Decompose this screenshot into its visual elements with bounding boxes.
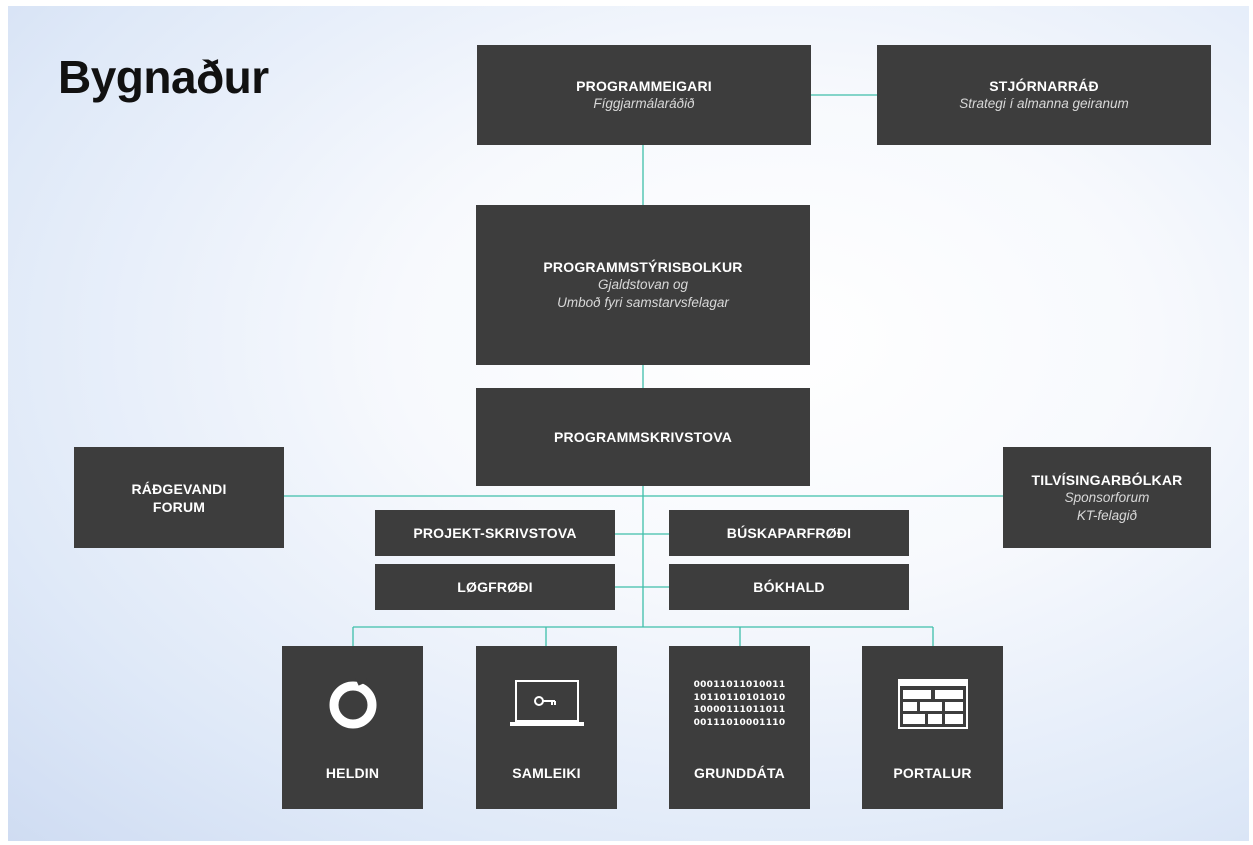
heldin-tile: HELDIN <box>282 646 423 809</box>
buskaparfrodi-box: BÚSKAPARFRØÐI <box>669 510 909 556</box>
programmskrivstova-label: PROGRAMMSKRIVSTOVA <box>553 429 733 445</box>
laptop-key-icon <box>509 664 585 744</box>
styrisbolkur-label: PROGRAMMSTÝRISBOLKUR <box>543 259 743 275</box>
radgevandi-label-1: RÁÐGEVANDI <box>131 480 227 497</box>
radgevandi-label-2: FORUM <box>152 498 206 515</box>
programmeigari-sub: Fíggjarmálaráðið <box>593 96 695 111</box>
programmskrivstova-box: PROGRAMMSKRIVSTOVA <box>476 388 810 486</box>
projekt-skrivstova-label: PROJEKT-SKRIVSTOVA <box>413 525 577 541</box>
binary-line-3: 10000111011011 <box>693 705 786 715</box>
heldin-label: HELDIN <box>325 765 380 781</box>
tilvisingarbolkar-sub-2: KT-felagið <box>1076 507 1138 523</box>
binary-line-4: 00111010001110 <box>693 717 786 728</box>
programmeigari-box: PROGRAMMEIGARI Fíggjarmálaráðið <box>477 45 811 145</box>
logfrodi-box: LØGFRØÐI <box>375 564 615 610</box>
radgevandi-forum-box: RÁÐGEVANDI FORUM <box>74 447 284 548</box>
programmeigari-label: PROGRAMMEIGARI <box>576 78 712 94</box>
stjornarrad-box: STJÓRNARRÁÐ Strategi í almanna geiranum <box>877 45 1211 145</box>
stjornarrad-sub: Strategi í almanna geiranum <box>959 96 1129 111</box>
tilvisingarbolkar-box: TILVÍSINGARBÓLKAR Sponsorforum KT-felagi… <box>1003 447 1211 548</box>
slide: Bygnaður PROGRAMMEIGARI Fíggjarmálaráðið… <box>8 6 1249 841</box>
bokhald-box: BÓKHALD <box>669 564 909 610</box>
page-title: Bygnaður <box>58 51 269 103</box>
bokhald-label: BÓKHALD <box>753 579 825 595</box>
projekt-skrivstova-box: PROJEKT-SKRIVSTOVA <box>375 510 615 556</box>
styrisbolkur-box: PROGRAMMSTÝRISBOLKUR Gjaldstovan og Umbo… <box>476 205 810 365</box>
logfrodi-label: LØGFRØÐI <box>457 579 533 595</box>
tilvisingarbolkar-sub-1: Sponsorforum <box>1064 489 1150 505</box>
samleiki-tile: SAMLEIKI <box>476 646 617 809</box>
stjornarrad-label: STJÓRNARRÁÐ <box>989 78 1099 94</box>
grunddata-tile: 00011011010011 10110110101010 1000011101… <box>669 646 810 809</box>
binary-code-icon: 00011011010011 10110110101010 1000011101… <box>694 664 786 744</box>
samleiki-label: SAMLEIKI <box>512 765 581 781</box>
tilvisingarbolkar-label: TILVÍSINGARBÓLKAR <box>1031 471 1183 488</box>
portalur-label: PORTALUR <box>893 765 972 781</box>
portalur-tile: PORTALUR <box>862 646 1003 809</box>
ring-icon <box>327 664 379 744</box>
grunddata-label: GRUNDDÁTA <box>694 765 785 781</box>
browser-grid-icon <box>897 664 968 744</box>
buskaparfrodi-label: BÚSKAPARFRØÐI <box>726 525 852 541</box>
styrisbolkur-sub-1: Gjaldstovan og <box>597 277 689 292</box>
binary-line-1: 00011011010011 <box>693 680 786 690</box>
styrisbolkur-sub-2: Umboð fyri samstarvsfelagar <box>557 295 729 310</box>
connector-lines <box>284 94 1003 646</box>
binary-line-2: 10110110101010 <box>693 692 786 703</box>
